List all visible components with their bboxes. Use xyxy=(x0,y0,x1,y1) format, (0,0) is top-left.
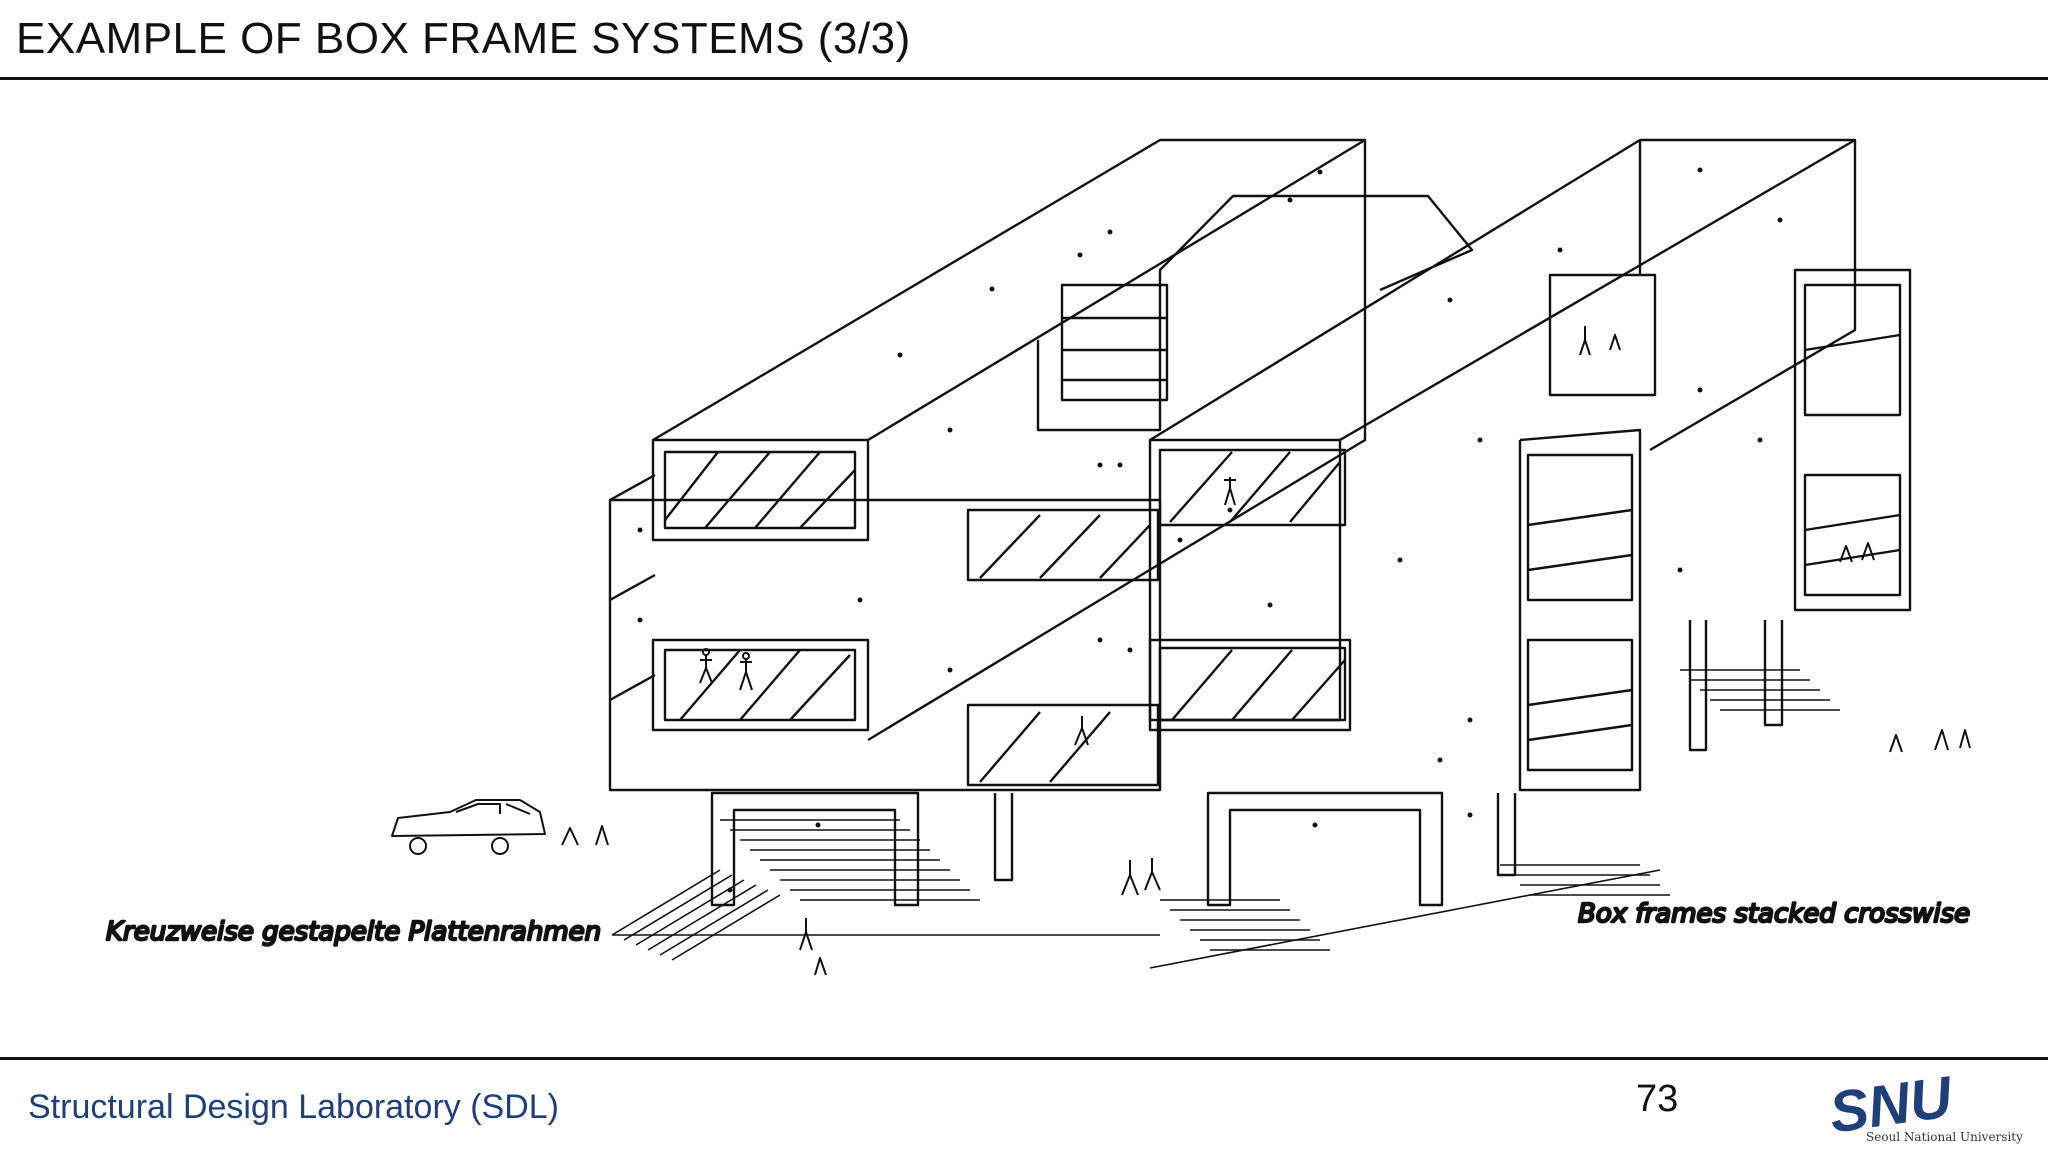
title-divider xyxy=(0,77,2048,80)
people-figures xyxy=(561,326,1971,976)
footer-divider xyxy=(0,1057,2048,1060)
concrete-dots xyxy=(637,167,1783,893)
slide-title: EXAMPLE OF BOX FRAME SYSTEMS (3/3) xyxy=(16,14,911,63)
box-frame-illustration: Kreuzweise gestapelte Plattenrahmen Box … xyxy=(105,138,1971,976)
left-box-stack xyxy=(608,138,1367,792)
ground-hatching xyxy=(611,669,1840,969)
snu-logo: SNU xyxy=(1825,1070,1957,1146)
caption-english: Box frames stacked crosswise xyxy=(1578,899,1970,929)
footer-lab-name: Structural Design Laboratory (SDL) xyxy=(28,1088,560,1126)
rear-upper-box xyxy=(1036,194,1474,432)
page-number: 73 xyxy=(1636,1078,1679,1120)
ground-floor-frames xyxy=(710,620,1784,907)
caption-german: Kreuzweise gestapelte Plattenrahmen xyxy=(106,917,601,947)
car-sketch xyxy=(391,799,546,855)
right-box-stack xyxy=(1148,138,1912,792)
snu-logo-subtext: Seoul National University xyxy=(1866,1130,2023,1144)
